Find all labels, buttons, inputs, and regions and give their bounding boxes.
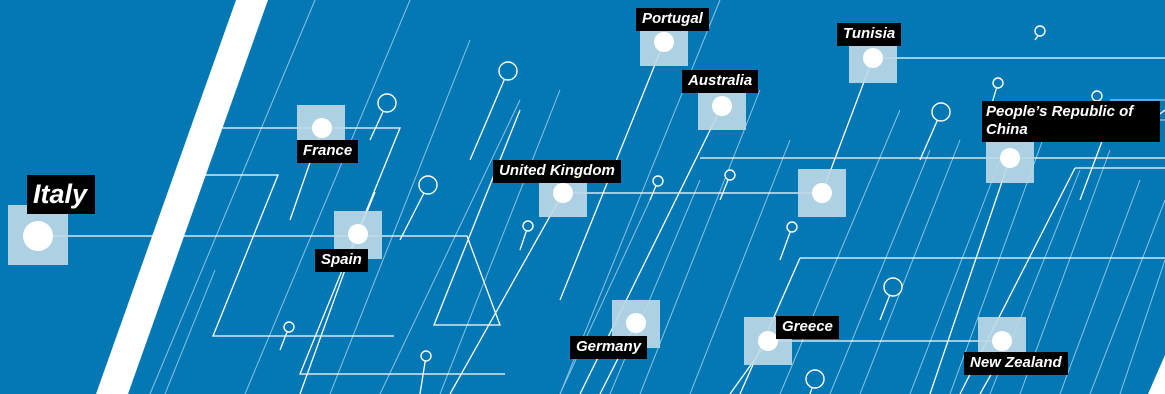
label-portugal: Portugal <box>636 8 709 31</box>
corner-stripe <box>1148 355 1165 394</box>
label-new-zealand: New Zealand <box>964 352 1068 375</box>
label-germany: Germany <box>570 336 648 359</box>
hollow-circles <box>283 25 1103 389</box>
label-spain: Spain <box>315 249 368 272</box>
label-tunisia: Tunisia <box>837 23 902 46</box>
label-australia: Australia <box>682 70 759 93</box>
label-greece: Greece <box>776 316 839 339</box>
node-squares <box>8 18 1034 365</box>
node-dots <box>23 32 1020 351</box>
label-china: People’s Republic of China <box>982 101 1160 142</box>
label-united-kingdom: United Kingdom <box>493 160 621 183</box>
label-france: France <box>297 140 359 163</box>
diagonal-stripe <box>96 0 268 394</box>
label-italy: Italy <box>27 175 96 214</box>
